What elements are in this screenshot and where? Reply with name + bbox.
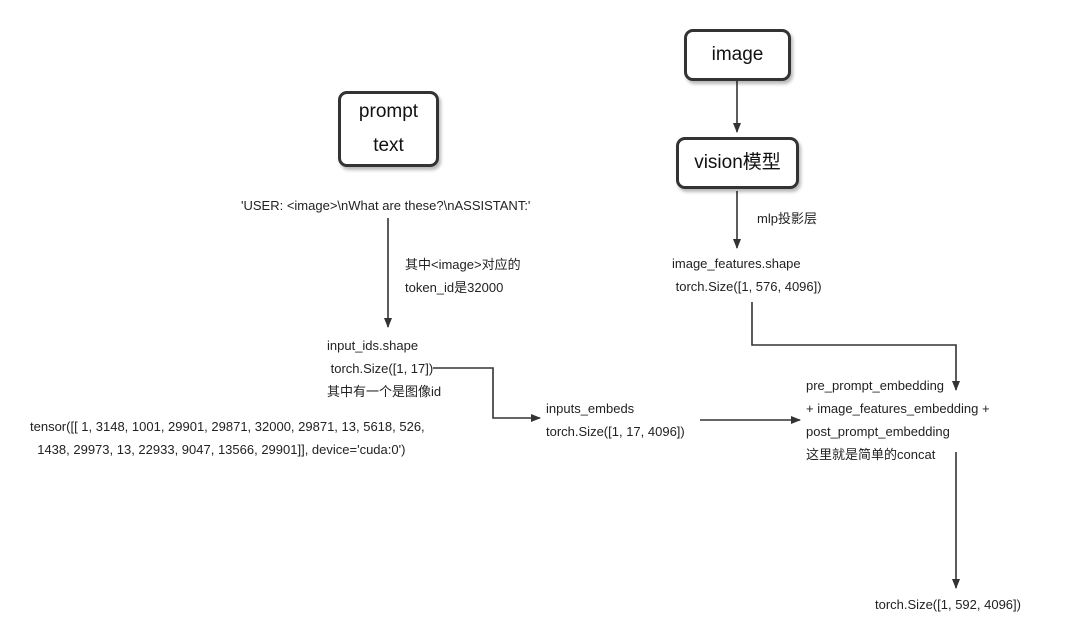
image-node: image bbox=[684, 29, 791, 81]
image-features-label: image_features.shape torch.Size([1, 576,… bbox=[672, 252, 822, 298]
input-ids-line2: torch.Size([1, 17]) bbox=[327, 361, 434, 376]
concat-line4: 这里就是简单的concat bbox=[806, 447, 936, 462]
prompt-string: 'USER: <image>\nWhat are these?\nASSISTA… bbox=[241, 198, 531, 213]
concat-line3: post_prompt_embedding bbox=[806, 424, 950, 439]
tensor-line2: 1438, 29973, 13, 22933, 9047, 13566, 299… bbox=[30, 442, 406, 457]
output-label: torch.Size([1, 592, 4096]) bbox=[875, 597, 1021, 612]
image-features-line1: image_features.shape bbox=[672, 256, 801, 271]
prompt-text-line2: text bbox=[373, 135, 404, 156]
mlp-label: mlp投影层 bbox=[757, 211, 817, 226]
prompt-text-node: prompt text bbox=[338, 91, 439, 167]
concat-line2: + image_features_embedding + bbox=[806, 401, 990, 416]
vision-model-node: vision模型 bbox=[676, 137, 799, 189]
inputs-embeds-line2: torch.Size([1, 17, 4096]) bbox=[546, 424, 685, 439]
image-features-line2: torch.Size([1, 576, 4096]) bbox=[672, 279, 822, 294]
input-ids-line3: 其中有一个是图像id bbox=[327, 384, 442, 399]
concat-line1: pre_prompt_embedding bbox=[806, 378, 945, 393]
arrow-features-to-concat bbox=[751, 302, 960, 391]
input-ids-line1: input_ids.shape bbox=[327, 338, 419, 353]
tensor-label: tensor([[ 1, 3148, 1001, 29901, 29871, 3… bbox=[30, 415, 425, 461]
arrow-input-ids-to-embeds bbox=[433, 367, 541, 422]
image-token-note-line2: token_id是32000 bbox=[405, 280, 504, 295]
concat-label: pre_prompt_embedding + image_features_em… bbox=[806, 374, 990, 466]
image-node-label: image bbox=[711, 44, 764, 65]
image-token-note-line1: 其中<image>对应的 bbox=[405, 257, 521, 272]
image-token-note: 其中<image>对应的 token_id是32000 bbox=[405, 253, 521, 299]
prompt-text-line1: prompt bbox=[358, 101, 419, 122]
inputs-embeds-label: inputs_embeds torch.Size([1, 17, 4096]) bbox=[546, 397, 685, 443]
tensor-line1: tensor([[ 1, 3148, 1001, 29901, 29871, 3… bbox=[30, 419, 425, 434]
inputs-embeds-line1: inputs_embeds bbox=[546, 401, 635, 416]
vision-model-label: vision模型 bbox=[694, 152, 781, 173]
input-ids-label: input_ids.shape torch.Size([1, 17]) 其中有一… bbox=[327, 334, 441, 403]
